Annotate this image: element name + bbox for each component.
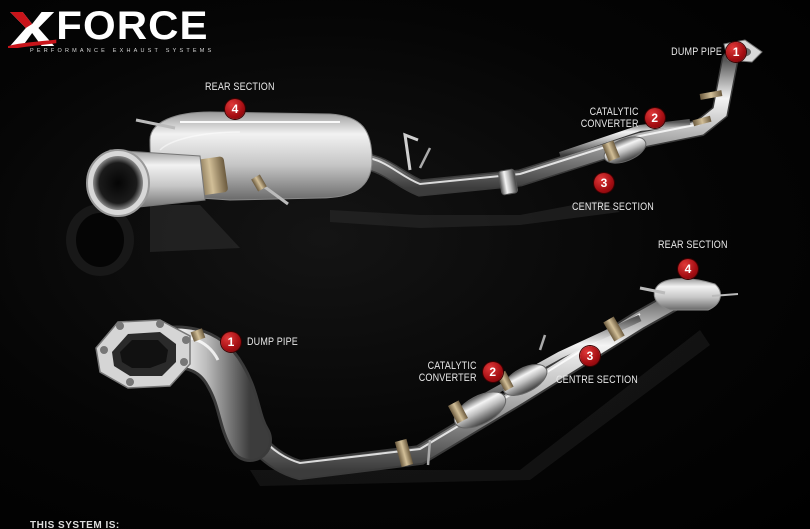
callout-badge: 2 xyxy=(482,362,503,382)
bottom-callout-catalytic-converter: CATALYTIC CONVERTER 2 xyxy=(406,360,503,384)
top-callout-rear-section: REAR SECTION 4 xyxy=(205,81,274,119)
callout-label: CENTRE SECTION xyxy=(556,374,638,386)
callout-label-line1: CATALYTIC xyxy=(427,360,477,372)
callout-badge: 1 xyxy=(726,42,747,62)
bottom-callout-dump-pipe: 1 DUMP PIPE xyxy=(221,332,309,352)
callout-label: CENTRE SECTION xyxy=(572,201,654,213)
logo-x-mark xyxy=(8,12,57,48)
top-callout-centre-section: 3 CENTRE SECTION xyxy=(572,173,654,213)
callout-badge: 3 xyxy=(580,346,600,366)
callout-label: REAR SECTION xyxy=(658,239,728,251)
bottom-callout-rear-section: REAR SECTION 4 xyxy=(658,239,727,279)
logo-tagline: PERFORMANCE EXHAUST SYSTEMS xyxy=(30,48,215,54)
callout-badge: 4 xyxy=(225,99,245,119)
bottom-exhaust-system xyxy=(95,278,739,486)
callout-badge: 4 xyxy=(678,259,698,279)
top-callout-dump-pipe: DUMP PIPE 1 xyxy=(660,42,747,62)
footer-text: THIS SYSTEM IS: xyxy=(30,520,120,529)
logo-text: FORCE xyxy=(56,4,209,48)
callout-badge: 3 xyxy=(594,173,614,193)
xforce-logo: FORCE PERFORMANCE EXHAUST SYSTEMS xyxy=(8,6,248,58)
callout-label-line1: CATALYTIC xyxy=(589,106,639,118)
callout-badge: 2 xyxy=(644,108,665,128)
top-callout-catalytic-converter: CATALYTIC CONVERTER 2 xyxy=(568,106,665,130)
callout-label-line2: CONVERTER xyxy=(418,372,477,384)
bottom-callout-centre-section: 3 CENTRE SECTION xyxy=(556,346,638,386)
callout-badge: 1 xyxy=(221,332,241,352)
callout-label: DUMP PIPE xyxy=(247,336,298,348)
callout-label-line2: CONVERTER xyxy=(580,118,639,130)
callout-label: DUMP PIPE xyxy=(671,46,723,58)
callout-label: REAR SECTION xyxy=(205,81,275,93)
